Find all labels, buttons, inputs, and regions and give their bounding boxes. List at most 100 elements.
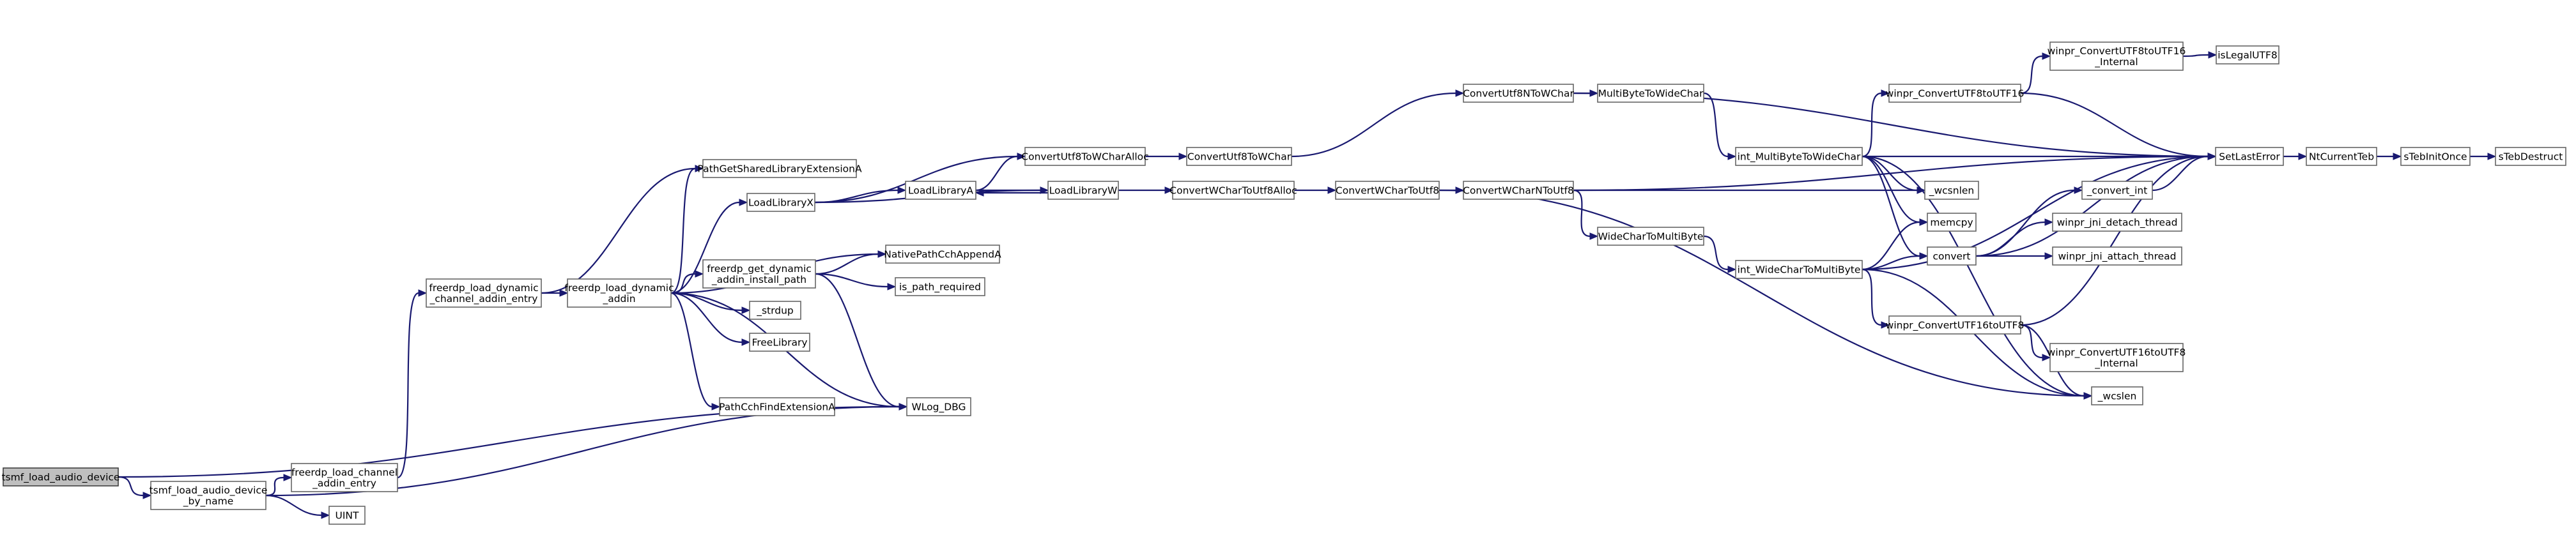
node-tsmf-load-audio-device-by-name[interactable]: tsmf_load_audio_device_by_name bbox=[150, 481, 268, 510]
node-pathcchfindextensiona[interactable]: PathCchFindExtensionA bbox=[719, 397, 835, 416]
edge-line bbox=[265, 494, 322, 517]
node-box bbox=[719, 397, 835, 416]
node-loadlibrarya[interactable]: LoadLibraryA bbox=[905, 181, 976, 200]
node-box bbox=[1735, 260, 1863, 279]
node-label: _addin bbox=[602, 293, 635, 305]
node-box bbox=[2052, 213, 2182, 232]
edge-line bbox=[1291, 92, 1456, 158]
edge-arrowhead bbox=[2042, 354, 2051, 361]
edge-arrowhead bbox=[1727, 266, 1737, 273]
edge-loadlibraryw-to-loadlibrarya bbox=[975, 189, 1048, 197]
node-box bbox=[1335, 181, 1440, 200]
node-box bbox=[2215, 147, 2284, 166]
call-edges bbox=[118, 51, 2497, 519]
node-winpr-convertutf8toutf16-internal[interactable]: winpr_ConvertUTF8toUTF16_Internal bbox=[2048, 42, 2186, 71]
node-label: SetLastError bbox=[2219, 151, 2280, 163]
edge-arrowhead bbox=[1881, 321, 1890, 329]
node-nativepathcchappenda[interactable]: NativePathCchAppendA bbox=[884, 245, 1001, 264]
edge-arrowhead bbox=[741, 338, 751, 346]
node-box bbox=[702, 259, 816, 289]
node-uint[interactable]: UINT bbox=[328, 506, 366, 525]
node-widechartomultibyte[interactable]: WideCharToMultiByte bbox=[1597, 227, 1704, 246]
edge-arrowhead bbox=[741, 306, 751, 314]
node-loadlibraryw[interactable]: LoadLibraryW bbox=[1047, 181, 1119, 200]
node-box bbox=[1924, 181, 1979, 200]
node-label: int_MultiByteToWideChar bbox=[1738, 151, 1861, 163]
node-box bbox=[2049, 42, 2184, 71]
node-freerdp-load-channel-addin-entry[interactable]: freerdp_load_channel_addin_entry bbox=[291, 463, 398, 492]
edge-arrowhead bbox=[1017, 153, 1026, 160]
node-box bbox=[2049, 343, 2184, 372]
node-convert[interactable]: convert bbox=[1927, 246, 1977, 266]
edge-arrowhead bbox=[2074, 186, 2083, 194]
node-setlasterror[interactable]: SetLastError bbox=[2215, 147, 2284, 166]
node-freerdp-load-dynamic-channel-addin-entry[interactable]: freerdp_load_dynamic_channel_addin_entry bbox=[426, 278, 542, 308]
edge-freerdp-get-dynamic-addin-install-path-to-wlog-dbg bbox=[815, 273, 908, 411]
node-box bbox=[746, 193, 815, 212]
edge-line bbox=[1862, 155, 2209, 271]
node-box bbox=[906, 397, 971, 416]
edge-arrowhead bbox=[2393, 153, 2402, 160]
edge-convertwchartoutf8-to-wcslen bbox=[1438, 189, 2093, 400]
node-label: convert bbox=[1933, 251, 1971, 262]
edge-line bbox=[2182, 54, 2209, 57]
node-winpr-jni-attach-thread[interactable]: winpr_jni_attach_thread bbox=[2052, 246, 2182, 266]
edge-arrowhead bbox=[2208, 51, 2217, 59]
node-label: _Internal bbox=[2094, 56, 2138, 68]
node-freelibrary[interactable]: FreeLibrary bbox=[749, 333, 810, 352]
node-label: ConvertWCharToUtf8Alloc bbox=[1169, 185, 1297, 197]
node-memcpy[interactable]: memcpy bbox=[1927, 213, 1977, 232]
node-label: ConvertUtf8ToWChar bbox=[1187, 151, 1292, 163]
edge-line bbox=[1703, 92, 1729, 158]
node-int-widechartomultibyte[interactable]: int_WideCharToMultiByte bbox=[1735, 260, 1863, 279]
node-box bbox=[1186, 147, 1292, 166]
node-loadlibraryx[interactable]: LoadLibraryX bbox=[746, 193, 815, 212]
node-stebdestruct[interactable]: sTebDestruct bbox=[2495, 147, 2566, 166]
node-box bbox=[1735, 147, 1863, 166]
node-winpr-jni-detach-thread[interactable]: winpr_jni_detach_thread bbox=[2052, 213, 2182, 232]
edge-arrowhead bbox=[143, 492, 152, 499]
node-wcsnlen[interactable]: _wcsnlen bbox=[1924, 181, 1979, 200]
node-convertutf8towchar[interactable]: ConvertUtf8ToWChar bbox=[1186, 147, 1292, 166]
edge-convertutf8towchar-to-convertutf8ntowchar bbox=[1291, 89, 1465, 158]
node-convert-int[interactable]: _convert_int bbox=[2081, 181, 2153, 200]
node-ntcurrentteb[interactable]: NtCurrentTeb bbox=[2306, 147, 2377, 166]
node-wcslen[interactable]: _wcslen bbox=[2091, 386, 2143, 405]
edge-line bbox=[1573, 155, 2209, 192]
node-label: _addin_entry bbox=[312, 478, 376, 490]
node-box bbox=[749, 301, 801, 320]
node-int-multibytetowidechar[interactable]: int_MultiByteToWideChar bbox=[1735, 147, 1863, 166]
node-multibytetowidechar[interactable]: MultiByteToWideChar bbox=[1597, 84, 1704, 103]
node-is-path-required[interactable]: is_path_required bbox=[895, 277, 985, 296]
node-convertwchartoutf8[interactable]: ConvertWCharToUtf8 bbox=[1335, 181, 1440, 200]
node-convertutf8towcharalloc[interactable]: ConvertUtf8ToWCharAlloc bbox=[1021, 147, 1149, 166]
edge-convertutf8ntowchar-to-setlasterror bbox=[1573, 92, 2217, 160]
edge-arrowhead bbox=[1178, 153, 1188, 160]
edge-arrowhead bbox=[2487, 153, 2497, 160]
node-stebinitonce[interactable]: sTebInitOnce bbox=[2400, 147, 2471, 166]
node-freerdp-get-dynamic-addin-install-path[interactable]: freerdp_get_dynamic_addin_install_path bbox=[702, 259, 816, 289]
node-freerdp-load-dynamic-addin[interactable]: freerdp_load_dynamic_addin bbox=[564, 278, 674, 308]
node-winpr-convertutf16toutf8[interactable]: winpr_ConvertUTF16toUTF8 bbox=[1886, 315, 2025, 335]
node-box bbox=[3, 467, 119, 487]
node-convertutf8ntowchar[interactable]: ConvertUtf8NToWChar bbox=[1463, 84, 1575, 103]
edge-line bbox=[1862, 155, 1920, 257]
node-winpr-convertutf16toutf8-internal[interactable]: winpr_ConvertUTF16toUTF8_Internal bbox=[2048, 343, 2186, 372]
node-tsmf-load-audio-device: tsmf_load_audio_device bbox=[2, 467, 120, 487]
edge-line bbox=[670, 292, 713, 408]
node-label: UINT bbox=[335, 510, 360, 522]
node-convertwcharntoutf8[interactable]: ConvertWCharNToUtf8 bbox=[1463, 181, 1574, 200]
edge-arrowhead bbox=[1164, 186, 1174, 194]
node-wlog-dbg[interactable]: WLog_DBG bbox=[906, 397, 971, 416]
node-winpr-convertutf8toutf16[interactable]: winpr_ConvertUTF8toUTF16 bbox=[1886, 84, 2025, 103]
edge-int-multibytetowidechar-to-winpr-convertutf8toutf16 bbox=[1862, 89, 1890, 158]
edge-line bbox=[1862, 155, 2085, 397]
edge-arrowhead bbox=[2207, 153, 2217, 160]
edge-arrowhead bbox=[2083, 392, 2093, 400]
node-pathgetsharedlibraryextensiona[interactable]: PathGetSharedLibraryExtensionA bbox=[697, 159, 862, 178]
node-box bbox=[1172, 181, 1295, 200]
node-strdup[interactable]: _strdup bbox=[749, 301, 801, 320]
node-convertwchartoutf8alloc[interactable]: ConvertWCharToUtf8Alloc bbox=[1169, 181, 1297, 200]
node-islegalutf8[interactable]: isLegalUTF8 bbox=[2216, 45, 2279, 64]
edge-setlasterror-to-ntcurrentteb bbox=[2283, 153, 2308, 160]
